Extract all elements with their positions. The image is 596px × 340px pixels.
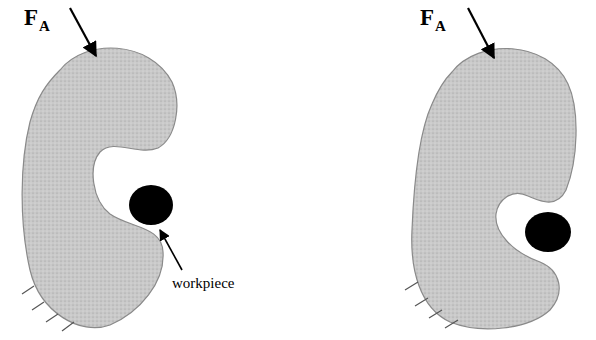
leader-arrow	[160, 230, 182, 270]
workpiece	[129, 185, 173, 225]
gripper-closed	[412, 49, 576, 329]
force-subscript: A	[39, 19, 50, 34]
force-arrow	[468, 8, 494, 58]
workpiece	[525, 212, 571, 252]
force-symbol: F	[24, 6, 38, 29]
force-symbol: F	[420, 6, 434, 29]
ground-hatching	[22, 282, 458, 331]
workpiece-label: workpiece	[172, 276, 234, 291]
gripper-open	[22, 48, 177, 328]
force-arrow	[70, 8, 96, 56]
force-subscript: A	[435, 19, 446, 34]
